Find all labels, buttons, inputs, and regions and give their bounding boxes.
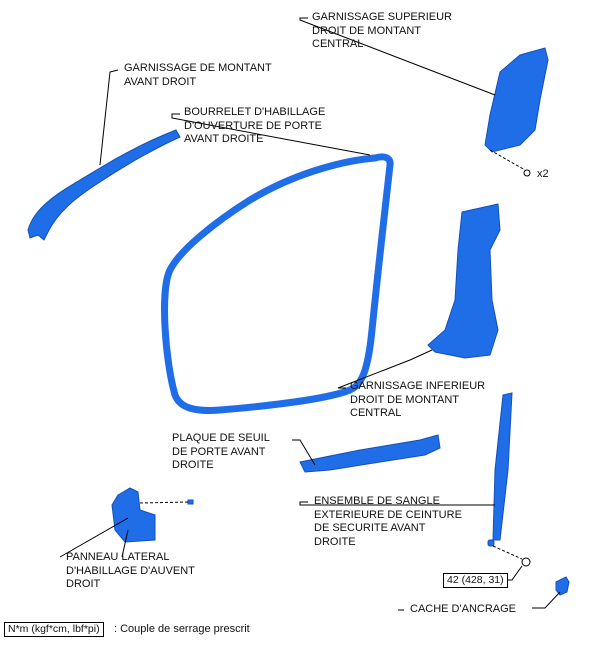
label-scuff-plate: PLAQUE DE SEUIL DE PORTE AVANT DROITE bbox=[172, 432, 270, 473]
torque-spec-box: 42 (428, 31) bbox=[443, 573, 508, 588]
label-line: ENSEMBLE DE SANGLE bbox=[314, 495, 440, 507]
label-seat-belt: ENSEMBLE DE SANGLE EXTERIEURE DE CEINTUR… bbox=[314, 495, 462, 549]
label-line: CENTRAL bbox=[312, 38, 364, 51]
label-line: DROITE bbox=[172, 459, 214, 472]
label-line: PLAQUE DE SEUIL bbox=[172, 432, 270, 444]
label-line: PANNEAU LATERAL bbox=[66, 551, 170, 563]
label-line: D'OUVERTURE DE PORTE bbox=[184, 119, 322, 132]
clip-part bbox=[487, 539, 495, 547]
legend-text: : Couple de serrage prescrit bbox=[114, 623, 250, 635]
label-line: AVANT DROIT bbox=[124, 75, 197, 88]
center-pillar-upper-garnish bbox=[484, 47, 549, 153]
center-pillar-lower-garnish bbox=[427, 203, 501, 359]
label-line: EXTERIEURE DE CEINTURE bbox=[314, 508, 462, 521]
cowl-side-panel bbox=[111, 487, 156, 543]
bolt-icon bbox=[521, 557, 531, 567]
label-center-pillar-upper: GARNISSAGE SUPERIEUR DROIT DE MONTANT CE… bbox=[312, 11, 452, 52]
label-line: GARNISSAGE DE MONTANT bbox=[124, 62, 272, 74]
label-center-pillar-lower: GARNISSAGE INFERIEUR DROIT DE MONTANT CE… bbox=[350, 380, 485, 421]
front-pillar-garnish bbox=[27, 129, 181, 241]
label-line: DE SECURITE AVANT bbox=[314, 522, 426, 535]
label-line: DROIT DE MONTANT bbox=[350, 393, 459, 406]
label-line: GARNISSAGE SUPERIEUR bbox=[312, 11, 452, 23]
label-line: DROIT bbox=[66, 578, 101, 591]
label-line: DROITE bbox=[314, 535, 356, 548]
label-line: GARNISSAGE INFERIEUR bbox=[350, 380, 486, 392]
clip-part bbox=[187, 499, 194, 505]
scuff-plate bbox=[299, 434, 441, 473]
label-front-pillar-garnish: GARNISSAGE DE MONTANT AVANT DROIT bbox=[124, 62, 272, 89]
label-cowl-panel: PANNEAU LATERAL D'HABILLAGE D'AUVENT DRO… bbox=[66, 551, 195, 592]
door-weatherstrip bbox=[161, 153, 394, 414]
label-clip-qty: x2 bbox=[537, 168, 549, 180]
label-line: DROIT DE MONTANT bbox=[312, 24, 421, 37]
screw-icon bbox=[523, 169, 531, 177]
label-line: BOURRELET D'HABILLAGE bbox=[184, 106, 326, 118]
anchor-cover-part bbox=[555, 576, 570, 596]
label-line: CENTRAL bbox=[350, 407, 402, 420]
seat-belt-assembly bbox=[492, 392, 513, 541]
label-door-weatherstrip: BOURRELET D'HABILLAGE D'OUVERTURE DE POR… bbox=[184, 106, 325, 147]
label-line: AVANT DROITE bbox=[184, 133, 264, 146]
label-anchor-cover: CACHE D'ANCRAGE bbox=[410, 603, 517, 615]
label-line: D'HABILLAGE D'AUVENT bbox=[66, 564, 195, 577]
label-line: DE PORTE AVANT bbox=[172, 445, 266, 458]
legend-torque-box: N*m (kgf*cm, lbf*pi) bbox=[4, 622, 104, 637]
